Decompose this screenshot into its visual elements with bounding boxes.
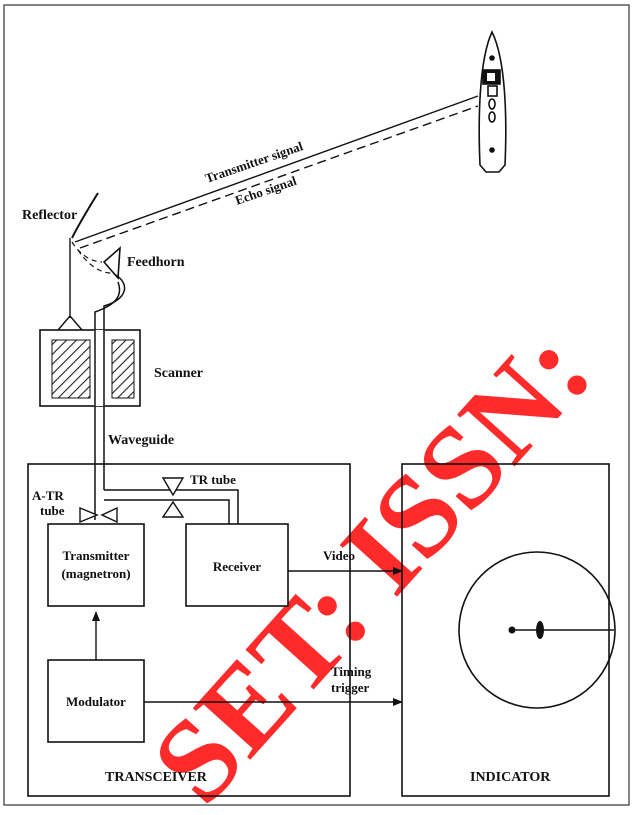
tr-tube-icon [161,477,185,497]
receiver-label: Receiver [213,559,262,574]
atr-tube-icon [79,506,99,524]
transmitter-label-line2: (magnetron) [61,566,130,581]
scanner-label: Scanner [154,366,203,381]
feedhorn-label: Feedhorn [127,255,185,270]
ppi-center-dot [508,626,516,634]
modulator-label: Modulator [66,694,126,709]
reflector-dish [71,192,99,239]
tr-tube-label: TR tube [190,472,236,487]
ship-icon [478,30,507,173]
waveguide-branch-outer [104,489,239,524]
transceiver-box [27,463,351,797]
transmitter-label-line1: Transmitter [63,548,130,563]
echo-signal-line [79,105,479,249]
transmitter-box [47,523,145,607]
atr-tube-label-line2: tube [40,503,65,518]
timing-label-line1: Timing [331,664,372,679]
atr-tube-label-line1: A-TR [32,488,64,503]
waveguide-label: Waveguide [108,433,174,448]
outer-border [3,4,630,806]
indicator-label: INDICATOR [470,770,551,785]
ppi-target-blip [536,621,544,639]
receiver-box [185,523,289,607]
antenna-base [57,314,83,331]
scanner-hatch-left [51,339,91,399]
waveguide-inner [94,281,121,520]
echo-signal-label: Echo signal [233,173,299,208]
waveguide-outer [103,273,126,490]
scanner-hatch-right [111,339,135,399]
feedhorn-icon [102,246,121,280]
transmitter-signal-line [74,95,479,243]
video-label: Video [323,548,355,563]
timing-label-line2: trigger [331,680,369,695]
ppi-display-circle [458,551,616,709]
transceiver-label: TRANSCEIVER [105,770,208,785]
reflector-label: Reflector [22,208,77,223]
waveguide-branch-inner [104,499,230,524]
